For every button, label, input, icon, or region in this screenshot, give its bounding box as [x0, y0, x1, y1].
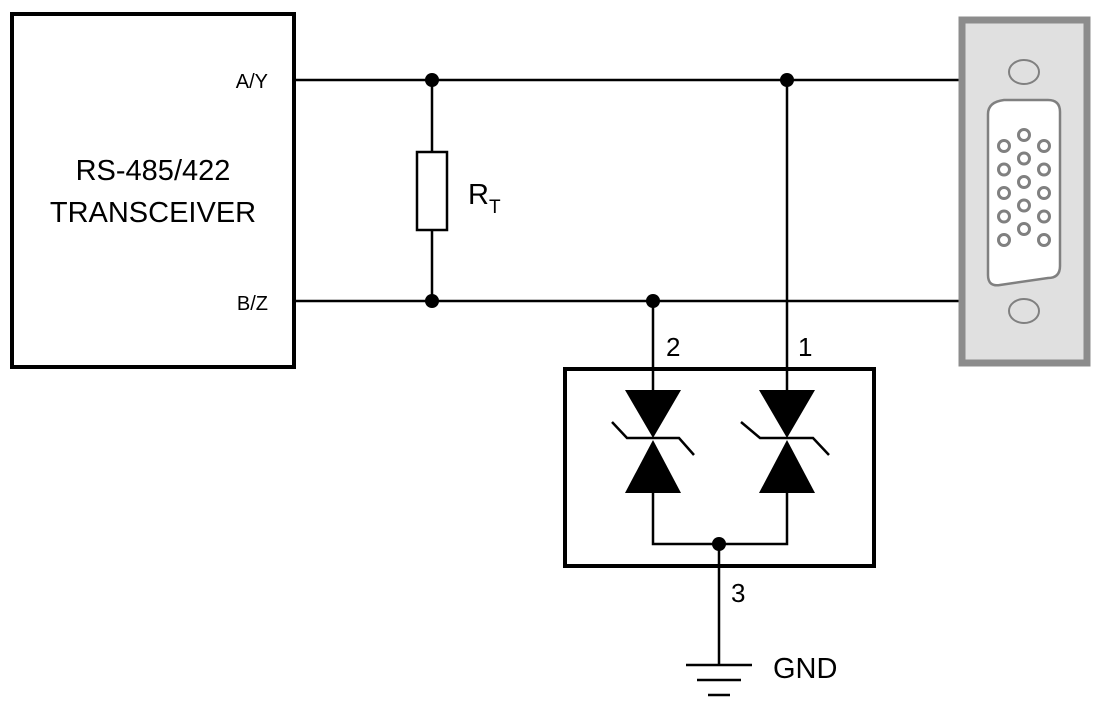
connector-pin [997, 139, 1011, 153]
connector-pin [1037, 139, 1051, 153]
tvs-diode-left-upper-triangle [625, 390, 681, 438]
tvs-package-box [563, 367, 876, 568]
connector-pin [1037, 162, 1051, 177]
tvs-diode-right-lower-triangle [759, 440, 815, 493]
resistor-label-subscript: T [489, 197, 501, 218]
connector-screw-top [1008, 59, 1040, 85]
connector-pin [1017, 222, 1031, 236]
resistor-label-main: R [468, 179, 489, 211]
ground-label: GND [773, 653, 837, 685]
connector-pin [1037, 186, 1051, 200]
tvs-pin2-label: 2 [666, 332, 680, 362]
connector-pin [1017, 198, 1031, 213]
tvs-common-wire [651, 493, 789, 546]
db-connector-icon [958, 16, 1091, 367]
termination-resistor [415, 150, 449, 232]
pin-label-b: B/Z [237, 293, 268, 315]
connector-pin [997, 209, 1011, 224]
pin-label-a: A/Y [236, 71, 268, 93]
ground-icon [686, 663, 752, 697]
transceiver-box [10, 12, 296, 369]
connector-pin [1017, 175, 1031, 189]
tvs-diode-right-bar [740, 421, 830, 456]
junction-dot-b-resistor [425, 294, 439, 308]
tvs-diode-left-lower-triangle [625, 440, 681, 493]
transceiver-title-line1: RS-485/422 [76, 155, 231, 187]
tvs-diode-right [740, 390, 830, 493]
connector-pin [997, 162, 1011, 177]
connector-pin [1037, 209, 1051, 224]
tvs-diode-left [611, 390, 695, 493]
connector-pins [997, 128, 1051, 247]
connector-pin [997, 186, 1011, 200]
connector-pin [1017, 128, 1031, 142]
connector-pin [1017, 151, 1031, 166]
tvs-diode-left-bar [611, 421, 695, 456]
connector-screw-bottom [1008, 298, 1040, 324]
transceiver-title-line2: TRANSCEIVER [50, 197, 256, 229]
tvs-pin3-label: 3 [731, 578, 745, 608]
tvs-pin1-label: 1 [798, 332, 812, 362]
connector-shell [986, 98, 1062, 287]
connector-pin [1037, 233, 1051, 247]
connector-pin [997, 233, 1011, 247]
junction-dot-a-resistor [425, 73, 439, 87]
resistor-label: RT [468, 179, 501, 218]
tvs-diode-right-upper-triangle [759, 390, 815, 438]
